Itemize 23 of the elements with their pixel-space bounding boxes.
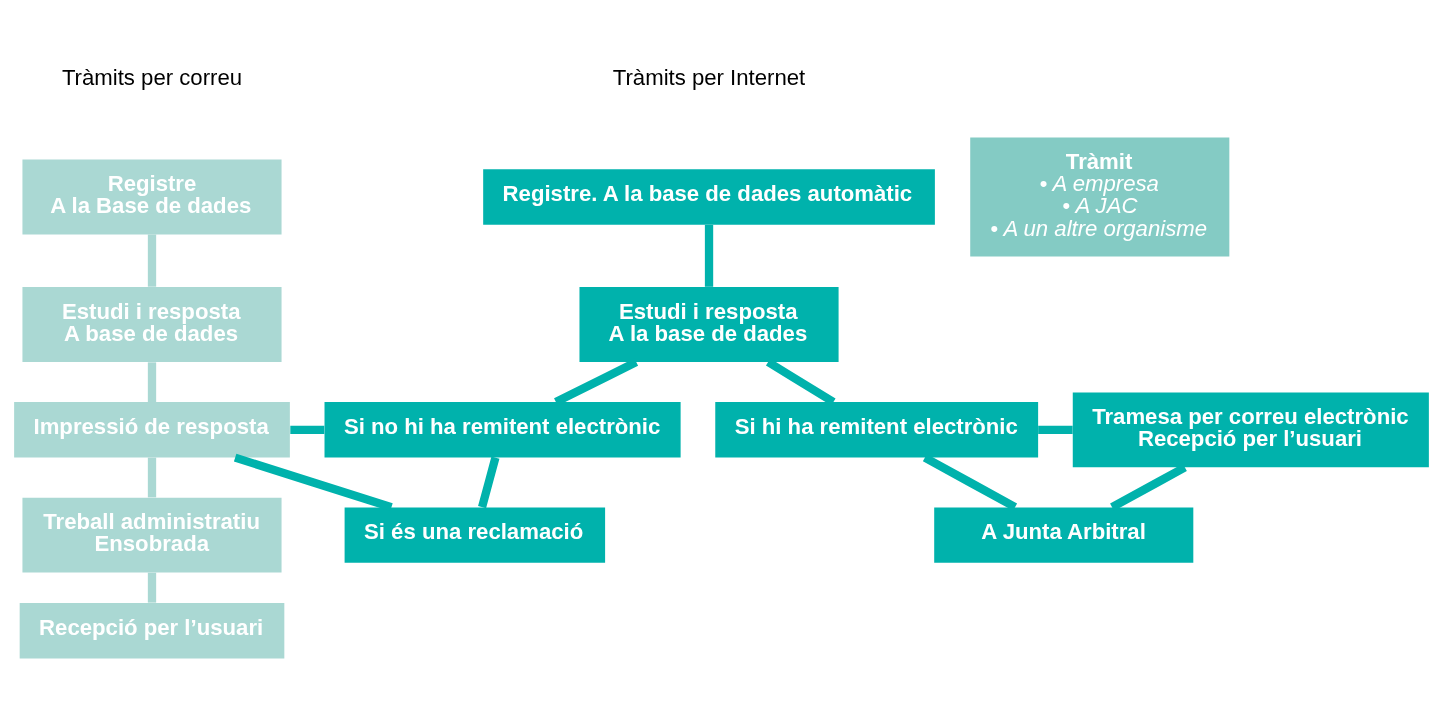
- node-box: Si no hi ha remitent electrònic: [324, 402, 681, 458]
- connector: [290, 425, 325, 434]
- node-box: Si és una reclamació: [344, 507, 606, 563]
- connector: [147, 234, 157, 287]
- node-box: Impressió de resposta: [14, 402, 290, 458]
- node-box: Tràmit • A empresa • A JAC • A un altre organisme: [970, 137, 1230, 257]
- connector: [147, 572, 157, 603]
- connector: [147, 362, 157, 403]
- node-box: Tramesa per correu electrònic Recepció per l’usuari: [1072, 392, 1429, 468]
- label: Tràmits per correu: [61, 64, 243, 90]
- connector: [478, 456, 500, 509]
- connector: [147, 457, 157, 498]
- label: Tràmits per Internet: [612, 64, 806, 90]
- node-box: Si hi ha remitent electrònic: [715, 402, 1039, 458]
- node-box: Estudi i resposta A base de dades: [22, 287, 282, 362]
- node-box: Recepció per l’usuari: [19, 603, 285, 659]
- node-box: Registre. A la base de dades automàtic: [483, 169, 935, 225]
- node-box: Registre A la Base de dades: [22, 159, 282, 235]
- connector: [704, 224, 714, 287]
- node-box: Treball administratiu Ensobrada: [22, 497, 282, 573]
- node-box: Estudi i resposta A la base de dades: [579, 287, 839, 362]
- node-box: A Junta Arbitral: [934, 507, 1194, 563]
- connector: [1038, 425, 1073, 434]
